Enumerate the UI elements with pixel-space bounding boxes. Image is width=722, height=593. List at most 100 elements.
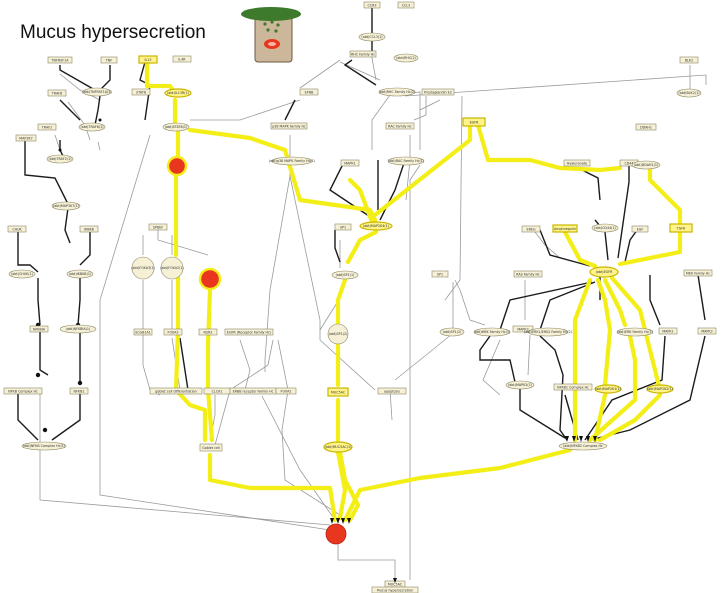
- node-ccl3: CCL3: [397, 1, 415, 9]
- node-apoptosis: apoptosis: [377, 387, 407, 395]
- node-tnf: TNF: [100, 56, 118, 64]
- node-label: TNF: [105, 58, 112, 62]
- node-goblet-diff: goblet cell differentiation: [149, 387, 203, 395]
- node-label: (abt)IL13R(1): [167, 91, 189, 95]
- node-label: (abt)p38 MAPK Family Hc(1): [269, 159, 315, 163]
- node-foxa2-circle: (abt)FOXA2(1): [160, 256, 184, 280]
- node-stat6-complex: (abt)STAT6(1): [162, 122, 190, 132]
- node-il13-complex: (abt)IL13R(1): [164, 88, 192, 98]
- node-label: (abt)FOXA3(1): [131, 266, 155, 270]
- node-label: MAPK1: [662, 329, 673, 333]
- node-label: CHUK: [12, 227, 22, 231]
- node-label: (abt)FOXA2(1): [160, 266, 184, 270]
- node-label: MUC5AC: [388, 582, 403, 586]
- node-spdef: SPDEF: [148, 223, 168, 231]
- node-label: (abt)CD44(1): [594, 226, 616, 230]
- node-label: RAS Family Hc: [516, 272, 540, 276]
- node-efnb: EFNB: [299, 88, 319, 96]
- node-erbb-receptor: ERBB receptor Family Hc: [229, 387, 277, 395]
- node-mapk3: MAPK3: [512, 325, 534, 333]
- node-ccl3-complex: (abt)CCL3(1): [358, 32, 386, 42]
- node-tnfrsf1a: TNFRSF1A: [47, 56, 73, 64]
- node-hyaluronan: Hyaluronate: [563, 159, 591, 167]
- node-label: SP1: [340, 225, 346, 229]
- node-label: (abt)STAT6(1): [165, 125, 188, 129]
- node-label: NFKB1 Complex Hc: [557, 385, 589, 389]
- node-sp1c-complex: (abt)SP1(2): [327, 323, 349, 345]
- node-label: NFKB1: [74, 389, 85, 393]
- inhibition-markers: [35, 118, 102, 433]
- node-red-stat6: [166, 155, 188, 177]
- node-nfkb2-complex: (abt)NFKB2 Complex Hc: [558, 441, 608, 451]
- node-label: (abt)MAPK3(1): [508, 383, 532, 387]
- node-label: (abt)RAC Family Hc(1): [388, 159, 424, 163]
- node-label: (abt)SP1(1): [336, 273, 355, 277]
- node-label: CD44: [624, 161, 633, 165]
- node-label: MAP3K7: [19, 136, 32, 140]
- node-label: EFNB: [305, 90, 314, 94]
- node-blk2: BLK2: [679, 56, 699, 64]
- node-label: RAC Family Hc: [388, 124, 412, 128]
- node-label: RHC Family Hc: [351, 52, 375, 56]
- node-foxa3b: FOXA3: [163, 328, 183, 336]
- node-label: Amphiregulin: [554, 227, 576, 231]
- node-map3k7-complex: (abt)MAP3K7(1): [51, 201, 81, 211]
- node-label: p38 MAPK Family Hc: [272, 124, 306, 128]
- node-mapk1b: MAPK1: [658, 327, 678, 335]
- node-map3k7: MAP3K7: [15, 134, 37, 142]
- node-muc5ac-complex: (abt)MUC5AC(1): [323, 441, 353, 453]
- node-nfkb-complex: NFKB Complex Hc: [3, 387, 43, 395]
- node-label: DDAH1: [640, 125, 652, 129]
- node-label: (abt)RHC(2): [396, 56, 416, 60]
- node-label: (abt)SP1(2): [329, 332, 348, 336]
- node-label: EGF: [637, 227, 644, 231]
- node-label: (abt)IKBKB(1): [69, 272, 91, 276]
- node-rac-complex: (abt)RAC Family Hc(1): [387, 156, 425, 166]
- mucus-secreting-cell-icon: [241, 7, 301, 63]
- node-label: MAPK1: [344, 161, 355, 165]
- node-clca1: CLCA1: [203, 387, 231, 395]
- edge-final-to-muc5ac: [337, 544, 396, 578]
- diagram-title: Mucus hypersecretion: [20, 22, 206, 43]
- node-nfkbia-complex: (abt)NFKBIA(1): [59, 324, 97, 334]
- node-mek-family: MEK Family Hc: [683, 269, 713, 277]
- nodes: CCR3 CCL3 (abt)CCL3(1) RHC Family Hc (ab…: [3, 1, 717, 593]
- node-label: (abt)EGFR: [596, 270, 614, 274]
- node-mapk3b: MAPK3: [697, 327, 717, 335]
- node-label: SP1: [437, 272, 443, 276]
- node-label: TRAF2: [41, 125, 52, 129]
- node-egf: EGF: [631, 225, 649, 233]
- node-label: (abt)MAP2K4(1): [363, 224, 389, 228]
- node-cd44-complex: (abt)CD44(1): [591, 223, 619, 233]
- node-label: MAPK3: [517, 327, 528, 331]
- node-p38-complex: (abt)p38 MAPK Family Hc(1): [269, 156, 315, 166]
- node-label: IL13: [144, 58, 151, 62]
- node-nfkb-complex2: NFKB1 Complex Hc: [553, 383, 593, 391]
- node-ras-family: RAS Family Hc: [513, 270, 543, 278]
- node-chuk-complex: (abt)CHUK(1): [8, 269, 36, 279]
- node-label: EGFR (Receptor Family Hc): [227, 330, 271, 334]
- node-il4r: IL4R: [172, 55, 192, 63]
- node-egfr-family: EGFR (Receptor Family Hc): [224, 328, 274, 336]
- node-nfkb-complex-b: (abt)NFKB Complex Hc(1): [21, 441, 67, 451]
- node-label: SPDEF: [153, 225, 164, 229]
- node-label: (abt)NFKB Complex Hc(1): [23, 444, 65, 448]
- node-label: TGFA: [676, 227, 686, 231]
- node-label: (abt)NFKB2 Complex Hc: [563, 444, 603, 448]
- node-label: NFKB Complex Hc: [8, 389, 38, 393]
- node-label: (abt)CCL3(1): [361, 35, 382, 39]
- node-sp1c-rect: (abt)SP1(2): [439, 327, 465, 337]
- node-foxa3-circle: (abt)FOXA3(1): [131, 256, 155, 280]
- node-sp1b: SP1: [431, 270, 449, 278]
- node-label: (abt)MAP2K1(1): [595, 387, 621, 391]
- node-ereg: EREG: [521, 225, 541, 233]
- node-label: Goblet cell: [202, 446, 220, 450]
- node-label: EGFR: [470, 121, 480, 125]
- node-label: FOXA3: [168, 330, 179, 334]
- node-blk2-complex: (abt)BLK2(1): [676, 88, 702, 98]
- node-label: BLK2: [685, 58, 693, 62]
- node-ikk-complex: (abt)IKBKB(1): [66, 269, 94, 279]
- node-traf2: TRAF2: [37, 123, 57, 131]
- node-label: Hyaluronate: [567, 161, 587, 165]
